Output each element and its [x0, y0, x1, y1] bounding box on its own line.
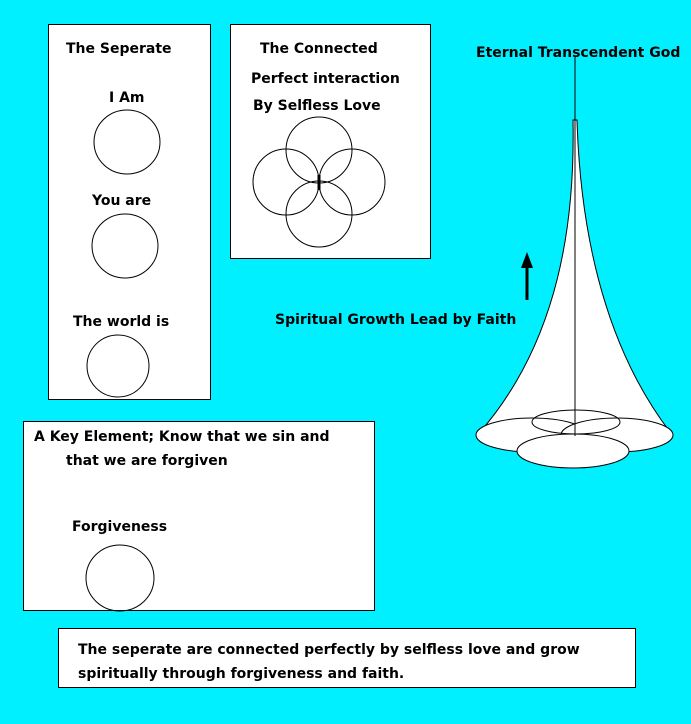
base-ellipse-top [531, 409, 621, 435]
you-are-circle [91, 213, 159, 279]
key-element-line-2: that we are forgiven [66, 453, 228, 469]
spiritual-growth-label: Spiritual Growth Lead by Faith [275, 312, 517, 328]
eternal-god-label: Eternal Transcendent God [476, 45, 681, 61]
forgiveness-circle [85, 544, 155, 612]
world-is-circle [86, 334, 150, 398]
summary-line-1: The seperate are connected perfectly by … [78, 642, 580, 658]
forgiveness-panel [23, 421, 375, 611]
summary-box [58, 628, 636, 688]
you-are-label: You are [92, 193, 152, 209]
connected-line-3: By Selfless Love [253, 98, 381, 114]
growth-arrow-head [521, 252, 533, 268]
world-is-label: The world is [73, 314, 170, 330]
connected-title: The Connected [260, 41, 378, 57]
i-am-label: I Am [109, 90, 145, 106]
cone-base-ellipses [475, 417, 674, 469]
base-ellipse-bottom [516, 433, 630, 469]
separate-title: The Seperate [66, 41, 172, 57]
connected-panel [230, 24, 431, 259]
connected-line-2: Perfect interaction [251, 71, 400, 87]
forgiveness-label: Forgiveness [72, 519, 168, 535]
i-am-circle [93, 109, 161, 175]
summary-line-2: spiritually through forgiveness and fait… [78, 666, 405, 682]
key-element-line-1: A Key Element; Know that we sin and [34, 429, 330, 445]
